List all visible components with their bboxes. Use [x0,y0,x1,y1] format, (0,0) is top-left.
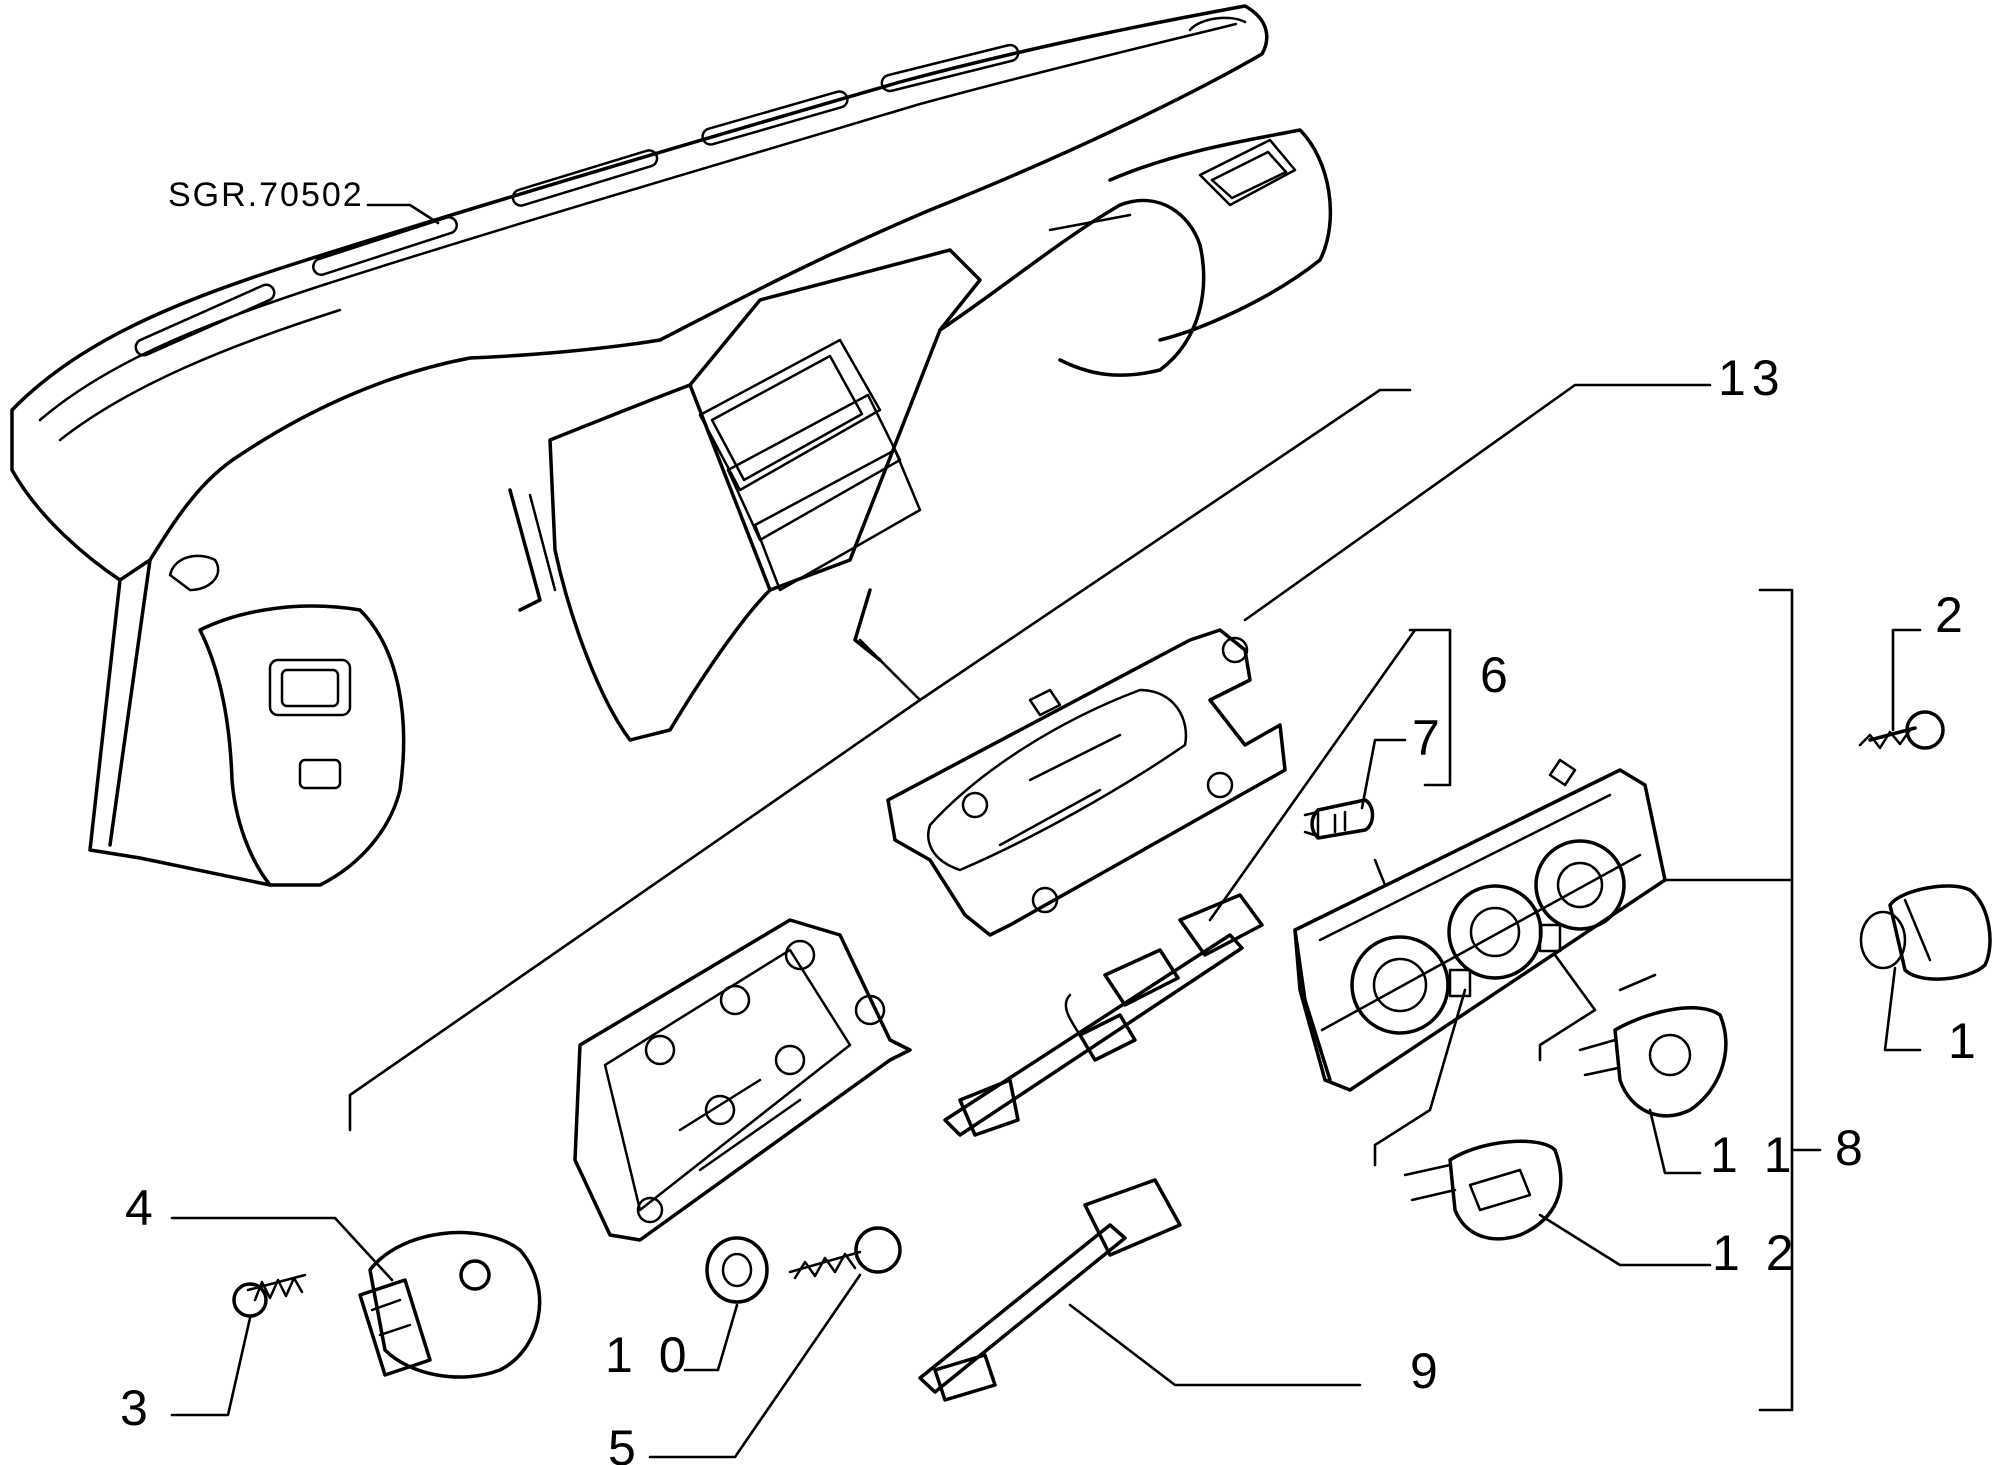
callout-10: 1 0 [605,1327,693,1383]
dashboard-assembly [10,4,1333,887]
callout-1: 1 [1948,1013,1982,1069]
callout-4: 4 [125,1180,159,1236]
screw-icon [1858,710,1945,750]
control-knob-icon [1859,884,1992,981]
mounting-bracket [886,628,1287,937]
callout-11: 1 1 [1710,1127,1798,1183]
callout-5: 5 [608,1420,642,1465]
callout-12: 1 2 [1712,1225,1800,1281]
callout-8: 8 [1835,1120,1869,1176]
callout-labels: SGR.70502 1 2 3 4 5 6 7 8 9 1 0 1 1 1 2 … [120,176,1982,1465]
control-knob-icon [1350,839,1626,1035]
ignition-lock [358,1230,542,1379]
screw-icon [232,1273,307,1318]
instrument-cluster [573,918,912,1242]
callout-2: 2 [1935,587,1969,643]
washer [705,1236,769,1304]
drawing-reference-code: SGR.70502 [168,176,364,214]
console-frames [698,338,922,592]
callout-6: 6 [1480,647,1514,703]
callout-9: 9 [1410,1343,1444,1399]
leader-lines [170,203,1922,1459]
callout-3: 3 [120,1380,154,1436]
callout-13: 13 [1718,350,1786,406]
wiring-harness [943,893,1264,1137]
defroster-slots [134,43,1020,357]
screw-icon [788,1226,902,1280]
wiring-harness [918,1178,1182,1402]
rocker-switch-icon [1578,1006,1728,1118]
callout-7: 7 [1412,710,1446,766]
heater-control-panel [1293,758,1667,1092]
rocker-switch-icon [1403,1139,1563,1241]
bulb-icon [1303,798,1375,840]
